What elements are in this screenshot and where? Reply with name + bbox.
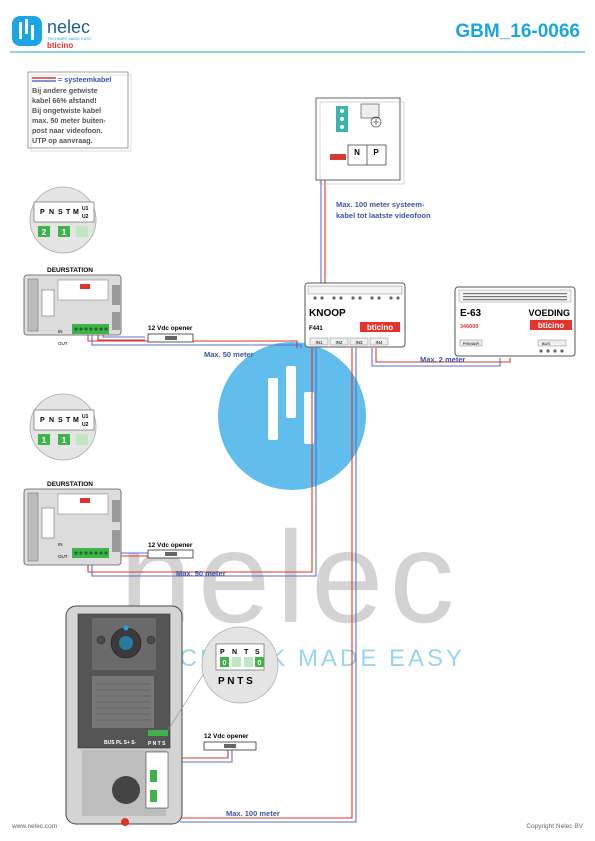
station3-zoom-badge: P N T S 0 0 P N T S xyxy=(167,626,279,731)
station3-distance: Max. 100 meter xyxy=(226,809,280,818)
station3-opener-label: 12 Vdc opener xyxy=(204,733,249,740)
doc-code: GBM_16-0066 xyxy=(455,21,580,42)
logo-brand: bticino xyxy=(47,41,73,50)
cables xyxy=(87,117,511,823)
station2-label: DEURSTATION xyxy=(47,481,93,488)
station3-terminal-strip xyxy=(148,730,168,736)
s1-term-n: N xyxy=(49,209,54,216)
s3-term-t: T xyxy=(244,649,249,656)
legend-line-2: Bij ongetwiste kabel xyxy=(32,106,101,115)
videophone: N P Max. 100 meter systeem- kabel tot la… xyxy=(315,97,431,220)
s1-term-t: T xyxy=(66,209,71,216)
station3-opener: 12 Vdc opener xyxy=(203,733,257,751)
voeding-code: E-63 xyxy=(460,308,482,319)
s3-zoom-0: 0 xyxy=(223,660,227,667)
s1-term-m: M xyxy=(73,209,79,216)
legend-line-3: max. 50 meter buiten- xyxy=(32,116,107,125)
videophone-knob-icon xyxy=(370,116,382,128)
header: nelec TECHNIEK MADE EASY bticino GBM_16-… xyxy=(10,16,585,53)
s3-zoom-caption: P N T S xyxy=(218,676,253,687)
np-label-p: P xyxy=(373,148,379,157)
s3-zoom-1: 0 xyxy=(258,660,262,667)
station1-in-label: IN xyxy=(58,329,63,334)
door-station-1: P N S T M U1 U2 2 1 DEURSTATION IN OUT 1… xyxy=(23,186,254,359)
videophone-note-1: kabel tot laatste videofoon xyxy=(336,211,431,220)
push-button xyxy=(112,776,140,804)
knoop-port-in3: IN3 xyxy=(355,340,363,345)
s2-term-u1: U1 xyxy=(82,414,89,420)
legend-line-5: UTP op aanvraag. xyxy=(32,136,93,145)
station1-opener-label: 12 Vdc opener xyxy=(148,325,193,332)
s3-term-p: P xyxy=(220,649,225,656)
knoop-distance: Max. 2 meter xyxy=(420,355,466,364)
station2-opener-label: 12 Vdc opener xyxy=(148,542,193,549)
legend-title: = systeemkabel xyxy=(58,75,111,84)
s1-term-u2: U2 xyxy=(82,214,89,220)
bus-caption: BUS PL S+ S- xyxy=(104,740,137,746)
legend-line-4: post naar videofoon. xyxy=(32,126,103,135)
s1-dip-1: 1 xyxy=(62,228,67,237)
s1-term-u1: U1 xyxy=(82,206,89,212)
station2-opener: 12 Vdc opener xyxy=(147,542,194,559)
s3-term-n: N xyxy=(232,649,237,656)
np-label-n: N xyxy=(354,148,360,157)
station1-out-label: OUT xyxy=(58,341,68,346)
s1-term-p: P xyxy=(40,209,45,216)
station1-opener: 12 Vdc opener xyxy=(147,325,194,343)
videophone-note-0: Max. 100 meter systeem- xyxy=(336,200,425,209)
voeding-brand: bticino xyxy=(538,321,564,330)
station2-distance: Max. 50 meter xyxy=(176,569,226,578)
station1-zoom-badge: P N S T M U1 U2 2 1 xyxy=(29,186,97,254)
knoop-brand: bticino xyxy=(367,323,393,332)
s1-dip-0: 2 xyxy=(42,228,47,237)
s2-term-s: S xyxy=(58,417,63,424)
voeding-device: E-63 VOEDING bticino 346000 PRIMAIR BUS xyxy=(454,286,576,357)
s2-term-m: M xyxy=(73,417,79,424)
station1-label: DEURSTATION xyxy=(47,267,93,274)
videophone-switch xyxy=(330,154,346,160)
nelec-logo: nelec TECHNIEK MADE EASY bticino xyxy=(12,16,92,50)
s2-dip-0: 1 xyxy=(42,436,47,445)
knoop-title: KNOOP xyxy=(309,308,346,319)
s2-dip-1: 1 xyxy=(62,436,67,445)
door-station-2: P N S T M U1 U2 1 1 DEURSTATION IN OUT 1… xyxy=(23,393,226,578)
knoop-device: KNOOP F441 bticino IN1 IN2 IN3 IN4 xyxy=(304,282,406,348)
knoop-port-in1: IN1 xyxy=(315,340,323,345)
voeding-bus: BUS xyxy=(542,341,551,346)
door-station-3: BUS PL S+ S- P N T S P N T S 0 0 P N T S xyxy=(65,605,280,826)
watermark-tagline: TECHNIEK MADE EASY xyxy=(143,645,465,672)
voeding-primair: PRIMAIR xyxy=(463,341,480,346)
voeding-title: VOEDING xyxy=(528,308,570,318)
s3-term-s: S xyxy=(255,649,260,656)
knoop-model: F441 xyxy=(309,326,323,332)
s2-term-u2: U2 xyxy=(82,422,89,428)
legend-box: = systeemkabel Bij andere getwiste kabel… xyxy=(27,71,132,152)
footer-left: www.nelec.com xyxy=(11,823,57,830)
footer-right: Copyright Nelec BV xyxy=(526,823,583,830)
watermark: nelec TECHNIEK MADE EASY xyxy=(120,342,465,672)
legend-line-0: Bij andere getwiste xyxy=(32,86,98,95)
videophone-screen xyxy=(360,103,380,119)
knoop-port-in2: IN2 xyxy=(335,340,343,345)
pnts-caption: P N T S xyxy=(148,741,166,747)
knoop-port-in4: IN4 xyxy=(375,340,383,345)
station2-in-label: IN xyxy=(58,542,63,547)
s2-term-n: N xyxy=(49,417,54,424)
status-led xyxy=(121,818,129,826)
logo-text: nelec xyxy=(47,17,90,37)
s1-term-s: S xyxy=(58,209,63,216)
voeding-model: 346000 xyxy=(460,324,478,330)
logo-tagline: TECHNIEK MADE EASY xyxy=(47,36,92,41)
station2-zoom-badge: P N S T M U1 U2 1 1 xyxy=(29,393,97,461)
station1-distance: Max. 50 meter xyxy=(204,350,254,359)
station2-out-label: OUT xyxy=(58,554,68,559)
s2-term-t: T xyxy=(66,417,71,424)
s2-term-p: P xyxy=(40,417,45,424)
legend-line-1: kabel 66% afstand! xyxy=(32,96,97,105)
knoop-ports: IN1 IN2 IN3 IN4 xyxy=(309,337,389,346)
